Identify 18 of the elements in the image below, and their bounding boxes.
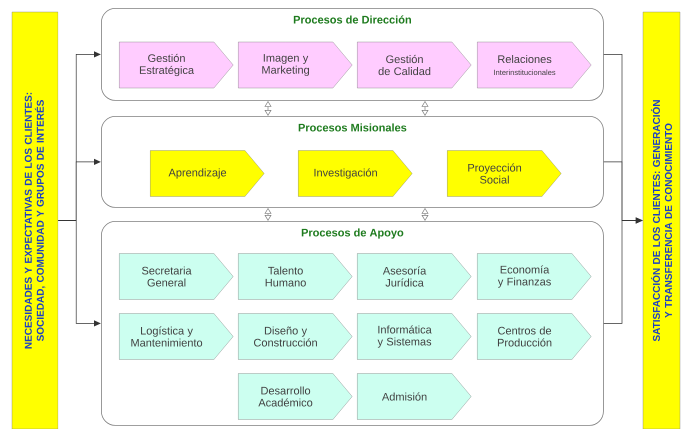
process-pentagon: Talento Humano xyxy=(238,253,352,300)
process-pentagon: Gestión de Calidad xyxy=(357,42,472,88)
process-pentagon: Economía y Finanzas xyxy=(477,253,592,300)
side-banner: SATISFACCIÓN DE LOS CLIENTES: GENERACIÓN Y TRANSFERENCIA DE CONOCIMIENTO xyxy=(642,12,680,429)
process-pentagon: Desarrollo Académico xyxy=(238,373,352,420)
process-pentagon: Secretaria General xyxy=(119,253,234,300)
process-pentagon: Diseño y Construcción xyxy=(238,313,352,360)
process-pentagon: Logística y Mantenimiento xyxy=(119,313,234,360)
process-pentagon: Admisión xyxy=(357,373,472,420)
process-pentagon: Asesoría Jurídica xyxy=(357,253,472,300)
process-pentagon: Investigación xyxy=(298,150,412,197)
side-banner: NECESIDADES Y EXPECTATIVAS DE LOS CLIENTES: SOCIEDAD, COMUNIDAD Y GRUPOS DE INTERÉS xyxy=(12,12,58,429)
process-pentagon: Centros de Producción xyxy=(477,313,592,360)
process-pentagon: Proyección Social xyxy=(447,150,562,197)
process-pentagon: Gestión Estratégica xyxy=(119,42,234,88)
process-pentagon: Imagen y Marketing xyxy=(238,42,352,88)
process-pentagon: Informática y Sistemas xyxy=(357,313,472,360)
process-pentagon: Aprendizaje xyxy=(150,150,264,197)
